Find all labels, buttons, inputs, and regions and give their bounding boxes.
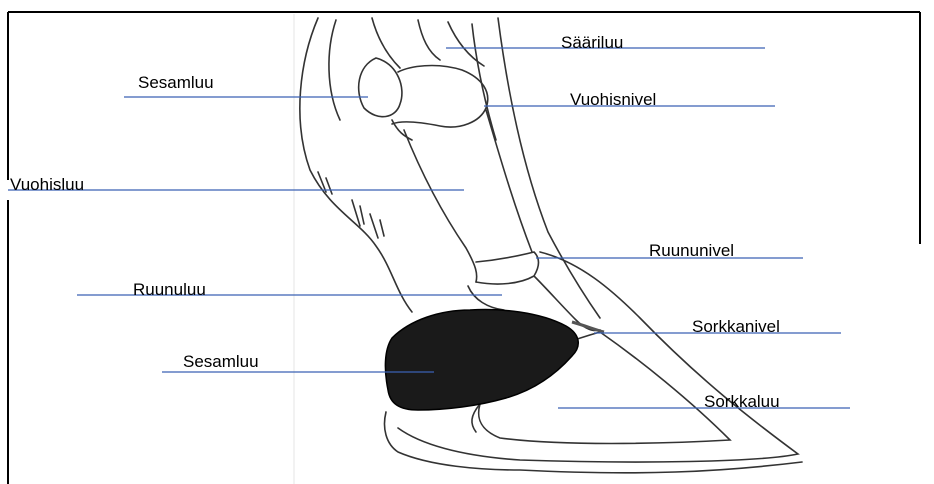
joint-shading [572,322,604,332]
label-sorkkanivel: Sorkkanivel [692,318,780,335]
label-ruunuluu: Ruunuluu [133,281,206,298]
label-ruununivel: Ruununivel [649,242,734,259]
label-sorkkaluu: Sorkkaluu [704,393,780,410]
label-sesamluu-top: Sesamluu [138,74,214,91]
dark-bone-shape [385,310,578,410]
label-sesamluu-bottom: Sesamluu [183,353,259,370]
label-vuohisluu: Vuohisluu [10,176,84,193]
label-saariluu: Sääriluu [561,34,623,51]
label-vuohisnivel: Vuohisnivel [570,91,656,108]
